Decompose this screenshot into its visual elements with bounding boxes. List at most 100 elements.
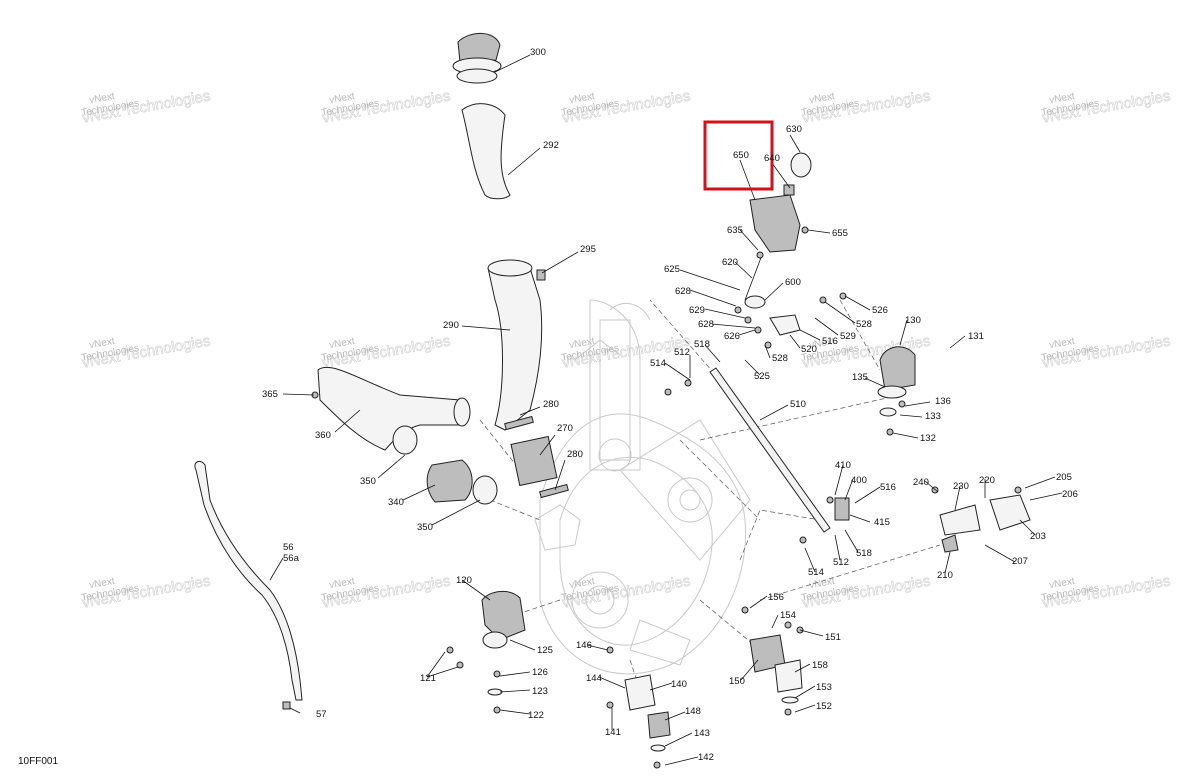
part-label: 529 [840, 331, 856, 342]
part-label: 620 [722, 257, 738, 268]
watermark-text: vNext [88, 91, 115, 106]
watermark-text: vNext [1048, 336, 1075, 351]
part-label: 240 [913, 477, 929, 488]
part-label: 150 [729, 676, 745, 687]
part-label: 57 [316, 709, 327, 720]
part-label: 121 [420, 673, 436, 684]
part-label: 143 [694, 728, 710, 739]
part-350-clamp-a [392, 425, 418, 455]
part-295-clip [536, 269, 546, 281]
part-label: 528 [772, 353, 788, 364]
part-label: 206 [1062, 489, 1078, 500]
part-label: 625 [664, 264, 680, 275]
parts [194, 32, 1031, 752]
part-label: 518 [856, 548, 872, 559]
part-56-vent-tube [194, 460, 303, 701]
part-label: 516 [880, 482, 896, 493]
part-640-bushing [783, 184, 795, 196]
part-label: 230 [953, 481, 969, 492]
part-label: 640 [764, 153, 780, 164]
watermark-text: vNext [328, 336, 355, 351]
watermark-text: vNext [568, 336, 595, 351]
part-label: 650 [733, 150, 749, 161]
part-label: 292 [543, 140, 559, 151]
part-labels: 3002922952903653602802702803503403505656… [262, 47, 1078, 763]
part-label: 518 [694, 339, 710, 350]
part-label: 140 [671, 679, 687, 690]
watermark-text: vNext [1048, 91, 1075, 106]
part-label: 350 [417, 522, 433, 533]
watermark-text: vNext [808, 91, 835, 106]
part-label: 510 [790, 399, 806, 410]
watermark-text: vNext [808, 336, 835, 351]
part-label: 203 [1030, 531, 1046, 542]
part-label: 148 [685, 706, 701, 717]
part-label: 410 [835, 460, 851, 471]
part-300-cap [452, 32, 502, 84]
part-label: 520 [801, 344, 817, 355]
part-label: 146 [576, 640, 592, 651]
part-label: 635 [727, 225, 743, 236]
part-230-plate [939, 504, 981, 536]
part-label: 514 [808, 567, 824, 578]
part-292-hose [461, 103, 511, 200]
part-280-gasket-b [539, 483, 569, 499]
part-label: 516 [822, 336, 838, 347]
part-label: 133 [925, 411, 941, 422]
part-label: 655 [832, 228, 848, 239]
part-label: 295 [580, 244, 596, 255]
watermark-text: vNext [1048, 576, 1075, 591]
part-label: 512 [833, 557, 849, 568]
part-label: 220 [979, 475, 995, 486]
part-label: 270 [557, 423, 573, 434]
part-label: 123 [532, 686, 548, 697]
part-label: 56 [283, 542, 294, 553]
part-label: 210 [937, 570, 953, 581]
part-label: 629 [689, 305, 705, 316]
part-label: 628 [675, 286, 691, 297]
part-label: 512 [674, 347, 690, 358]
part-label: 153 [816, 682, 832, 693]
part-label: 628 [698, 319, 714, 330]
part-label: 400 [851, 475, 867, 486]
part-140-bracket [624, 674, 656, 711]
part-label: 626 [724, 331, 740, 342]
part-label: 630 [786, 124, 802, 135]
part-label: 144 [586, 673, 602, 684]
part-350-clamp-b [472, 475, 498, 505]
part-label: 360 [315, 430, 331, 441]
part-label: 152 [816, 701, 832, 712]
part-label: 365 [262, 389, 278, 400]
part-130-mount [879, 346, 916, 391]
part-label: 156 [768, 592, 784, 603]
part-400-bushing [834, 497, 850, 521]
watermark-text: vNext [808, 576, 835, 591]
part-148-mount [647, 711, 671, 739]
highlight-box [703, 120, 774, 191]
part-290-duct [487, 260, 543, 431]
part-label: 205 [1056, 472, 1072, 483]
part-label: 56a [283, 553, 300, 564]
part-label: 415 [874, 517, 890, 528]
part-120-mount [481, 591, 526, 641]
part-270-element [510, 435, 558, 487]
part-203-bracket [989, 494, 1031, 531]
part-label: 340 [388, 497, 404, 508]
part-210-bolt [941, 534, 959, 553]
drawing-code: 10FF001 [18, 756, 58, 767]
part-650-bracket [749, 194, 801, 253]
fasteners [311, 226, 1022, 769]
